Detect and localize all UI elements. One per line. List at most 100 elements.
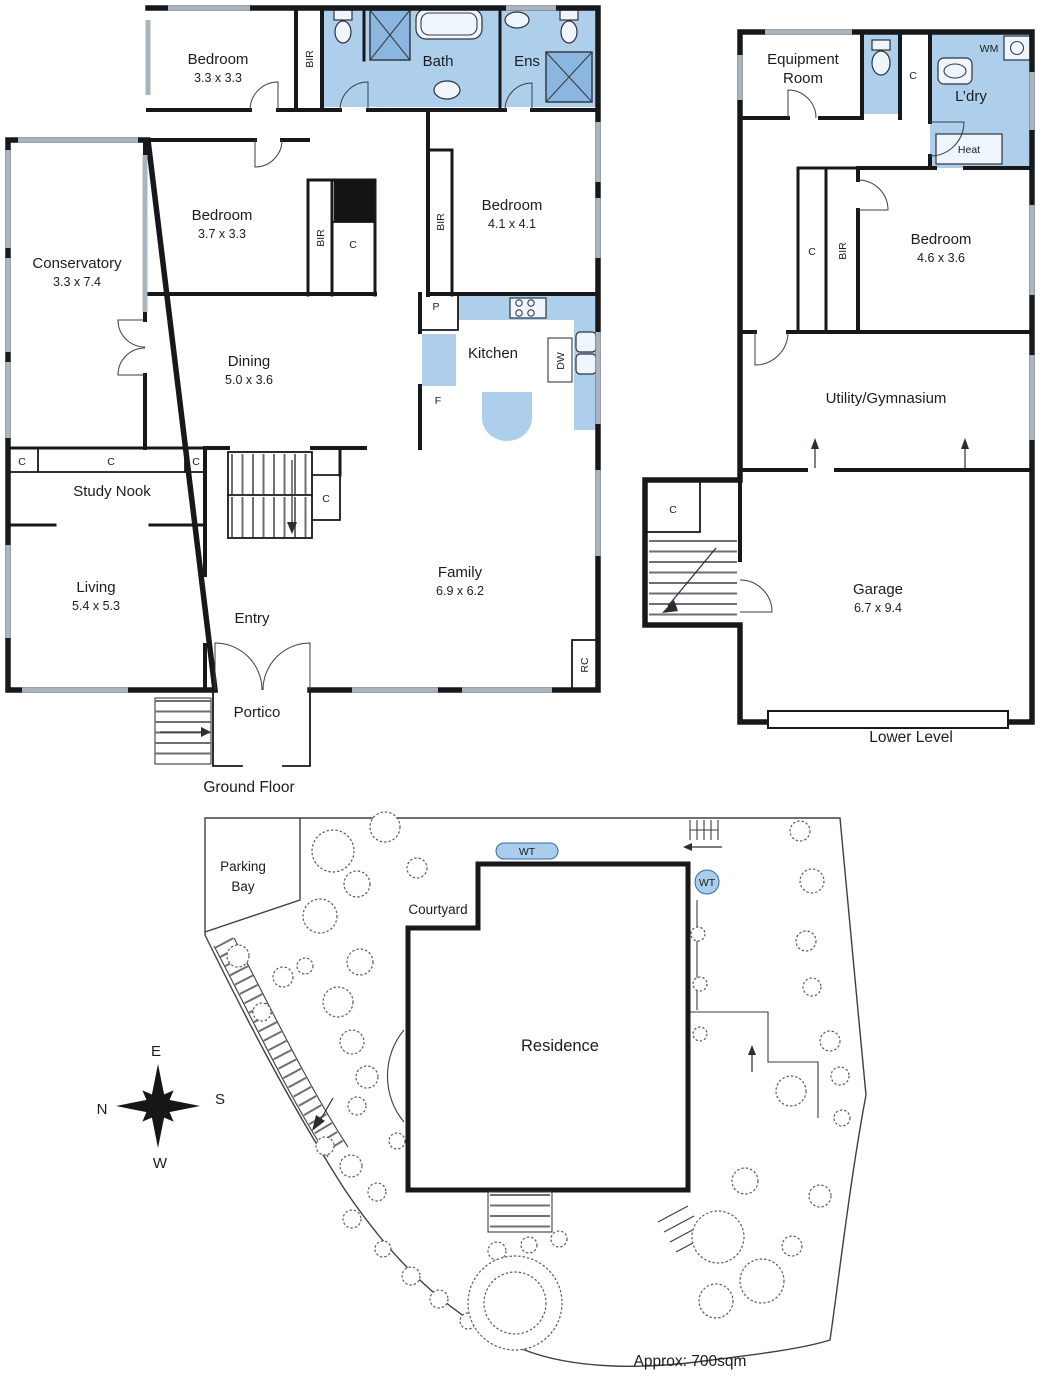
parking-bay-lines	[204, 818, 301, 933]
utility-arrows	[811, 438, 969, 468]
chimney-block	[334, 180, 374, 222]
room-dims-lower-bedroom: 4.6 x 3.6	[917, 251, 965, 265]
bir-label-3: BIR	[435, 213, 447, 231]
ground-inner-walls-med	[6, 6, 502, 527]
shower-glass-lines	[369, 9, 593, 103]
dishwasher-icon	[547, 337, 573, 383]
lower-door-arcs	[739, 89, 965, 613]
lower-windows	[737, 29, 1035, 440]
closet-label-2: C	[18, 456, 26, 468]
room-dims-dining: 5.0 x 3.6	[225, 373, 273, 387]
wm-label: WM	[980, 43, 999, 55]
room-label-equipment-2: Room	[783, 70, 823, 87]
pantry-label: P	[432, 301, 439, 313]
closet-label-5: C	[322, 493, 330, 505]
room-label-utility: Utility/Gymnasium	[826, 390, 947, 407]
closet-label-3: C	[107, 456, 115, 468]
room-label-laundry: L’dry	[955, 88, 987, 105]
lower-stair-arrow	[667, 547, 717, 607]
parking-bay-label-2: Bay	[231, 879, 255, 894]
closet-label-6: C	[909, 70, 917, 82]
bir-label-1: BIR	[304, 50, 316, 68]
sink-bowl-2	[575, 353, 597, 375]
room-label-garage: Garage	[853, 581, 903, 598]
room-dims-garage: 6.7 x 9.4	[854, 601, 902, 615]
room-label-equipment-1: Equipment	[767, 51, 840, 68]
fence-lines	[688, 900, 819, 1118]
closet-label-1: C	[349, 239, 357, 251]
lower-level-plan: Equipment Room C WM L’dry Heat Bedroom 4…	[642, 29, 1035, 746]
garage-door	[767, 710, 1009, 729]
room-label-conservatory: Conservatory	[32, 255, 122, 272]
ens-basin-icon	[504, 11, 530, 29]
closet-label-4: C	[192, 456, 200, 468]
toilet-tank-icon	[333, 9, 353, 21]
lower-inner-walls-thin	[644, 481, 701, 533]
fridge-label: F	[435, 395, 441, 407]
residence-building	[405, 861, 691, 1233]
room-label-study-nook: Study Nook	[73, 483, 151, 500]
courtyard-label: Courtyard	[408, 902, 467, 917]
heater-unit	[935, 133, 1003, 165]
washing-machine-icon	[1003, 35, 1031, 61]
room-label-bedroom-top: Bedroom	[188, 51, 249, 68]
wc-toilet-bowl-icon	[871, 50, 891, 76]
bath-basin-icon	[433, 80, 461, 100]
room-dims-bedroom-right: 4.1 x 4.1	[488, 217, 536, 231]
compass-south-label: S	[215, 1091, 225, 1108]
room-dims-conservatory: 3.3 x 7.4	[53, 275, 101, 289]
water-tank-round: WT	[694, 869, 720, 895]
room-dims-living: 5.4 x 5.3	[72, 599, 120, 613]
ground-door-arcs	[117, 81, 533, 691]
room-label-ens: Ens	[514, 53, 540, 70]
room-label-entry: Entry	[234, 610, 270, 627]
kitchen-fixtures	[509, 297, 597, 383]
water-tank-label-1: WT	[519, 846, 536, 858]
room-label-bedroom-mid: Bedroom	[192, 207, 253, 224]
lower-staircase	[649, 540, 737, 618]
laundry-fixtures	[871, 35, 1031, 165]
ground-floor-plan: Bedroom 3.3 x 3.3 BIR Bath Ens Bedroom 3…	[5, 5, 601, 796]
site-boundary	[204, 817, 867, 1367]
water-tank-label-2: WT	[699, 877, 716, 889]
room-label-dining: Dining	[228, 353, 271, 370]
bath-fixtures	[333, 8, 579, 100]
portico-steps	[154, 697, 212, 765]
rc-label: RC	[579, 657, 591, 673]
ens-toilet-bowl-icon	[560, 20, 578, 44]
stove-icon	[509, 297, 547, 319]
laundry-trough-icon	[937, 57, 973, 85]
site-plan: WT WT E S N W Parking Bay Courtyard Resi…	[97, 811, 867, 1370]
room-label-kitchen: Kitchen	[468, 345, 518, 362]
compass-east-label: E	[151, 1043, 161, 1060]
compass-icon: E S N W	[97, 1043, 225, 1172]
lower-level-caption: Lower Level	[869, 729, 953, 746]
compass-west-label: W	[153, 1155, 168, 1172]
water-tank-pill: WT	[495, 842, 559, 860]
room-label-lower-bedroom: Bedroom	[911, 231, 972, 248]
driveway-ticks	[657, 1205, 707, 1253]
gate-hatch	[683, 820, 722, 851]
room-label-living: Living	[76, 579, 115, 596]
room-dims-bedroom-top: 3.3 x 3.3	[194, 71, 242, 85]
heat-label: Heat	[958, 144, 980, 156]
lower-inner-walls-main	[738, 30, 1034, 562]
room-label-family: Family	[438, 564, 483, 581]
ground-windows	[5, 5, 601, 693]
bir-label-4: BIR	[837, 242, 849, 260]
ground-floor-caption: Ground Floor	[203, 779, 294, 796]
sink-bowl-1	[575, 331, 597, 353]
bathtub-inner	[420, 12, 478, 36]
patio-arrow	[748, 1045, 756, 1072]
closet-label-8: C	[669, 504, 677, 516]
lower-inner-walls-med	[796, 166, 860, 334]
dishwasher-label: DW	[555, 352, 567, 370]
residence-steps	[487, 1191, 553, 1233]
room-dims-bedroom-mid: 3.7 x 3.3	[198, 227, 246, 241]
closet-label-7: C	[808, 246, 816, 258]
room-label-bedroom-right: Bedroom	[482, 197, 543, 214]
toilet-bowl-icon	[334, 20, 352, 44]
courtyard-curve	[387, 1029, 405, 1123]
compass-north-label: N	[97, 1101, 108, 1118]
